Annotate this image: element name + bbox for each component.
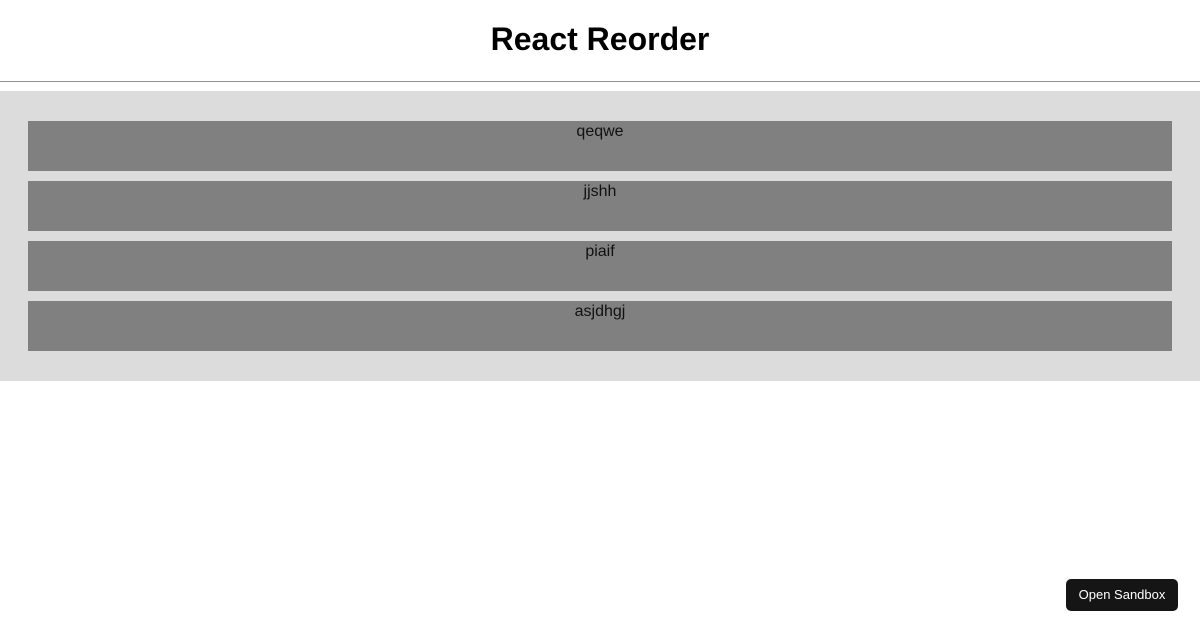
- open-sandbox-button[interactable]: Open Sandbox: [1066, 579, 1178, 611]
- page-title: React Reorder: [490, 21, 710, 57]
- list-item-label: jjshh: [583, 183, 617, 200]
- reorder-list: qeqwe jjshh piaif asjdhgj: [0, 91, 1200, 381]
- list-item[interactable]: qeqwe: [28, 121, 1172, 171]
- list-item-label: qeqwe: [576, 123, 624, 140]
- list-item[interactable]: asjdhgj: [28, 301, 1172, 351]
- list-item-label: piaif: [585, 243, 615, 260]
- list-item[interactable]: jjshh: [28, 181, 1172, 231]
- title-divider: [0, 81, 1200, 82]
- list-item[interactable]: piaif: [28, 241, 1172, 291]
- list-item-label: asjdhgj: [574, 303, 626, 320]
